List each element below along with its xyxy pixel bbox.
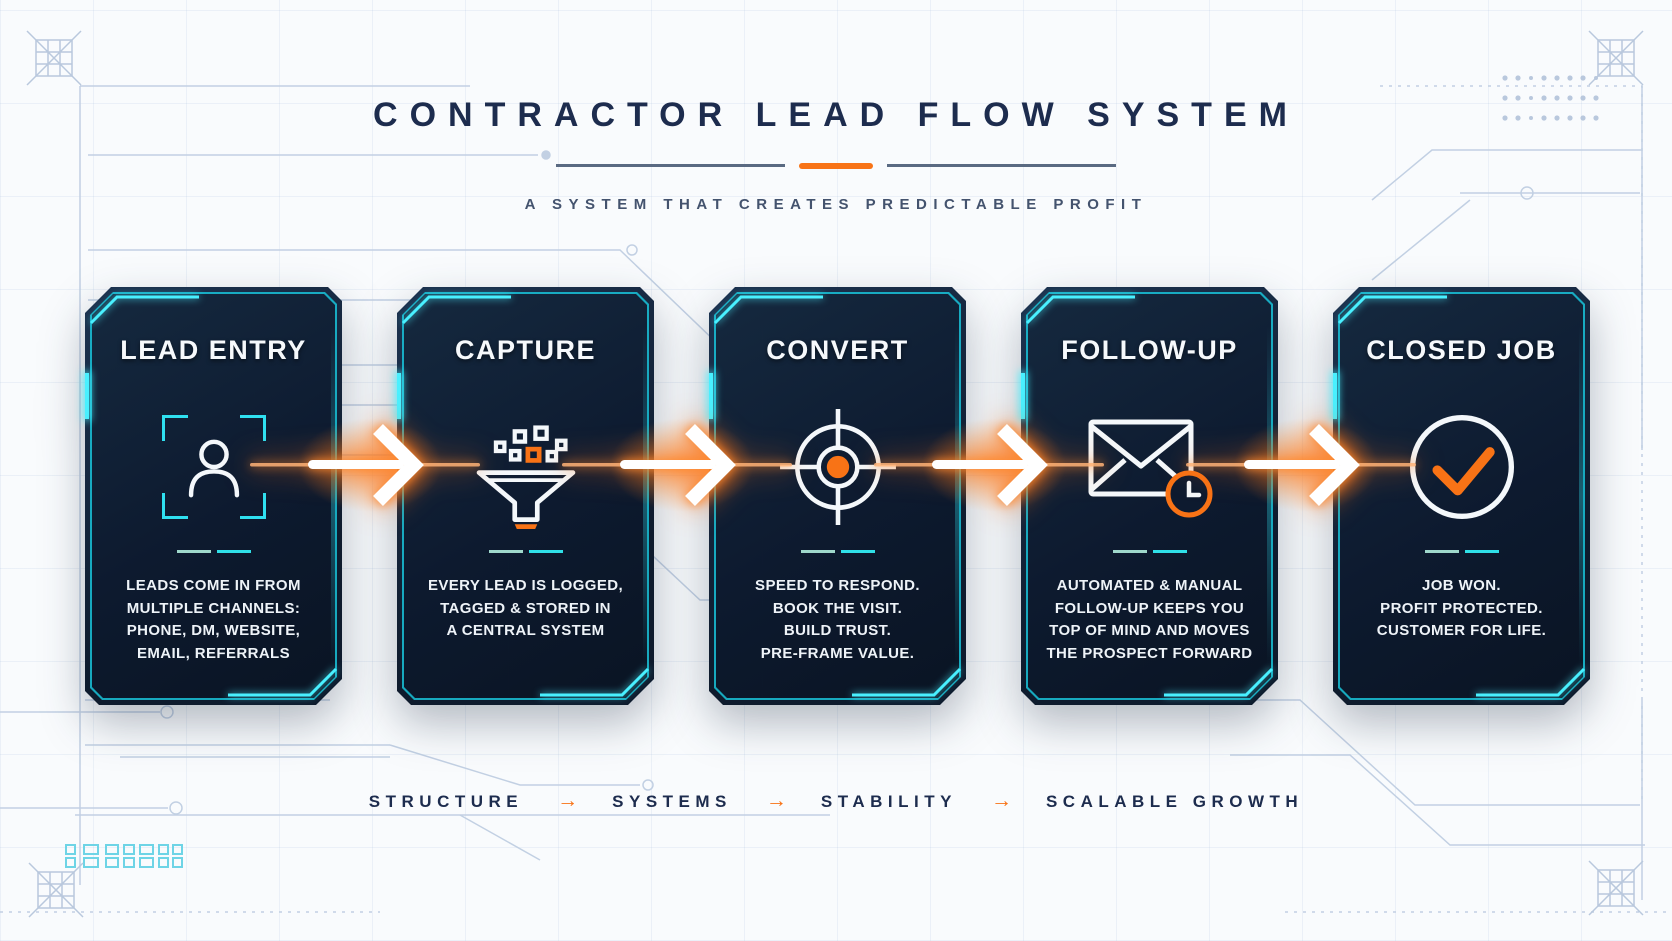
card-divider <box>1112 550 1187 553</box>
card-capture: CAPTURE EVERY LEAD IS LOGGED, TAGGED & S… <box>397 287 654 705</box>
arrow-right-icon: → <box>765 789 787 812</box>
card-title: CONVERT <box>766 335 909 365</box>
edge-accent <box>397 373 401 419</box>
card-title: CLOSED JOB <box>1366 335 1557 365</box>
flow-arrow-3 <box>864 400 1124 530</box>
envelope-clock-icon <box>1088 419 1212 518</box>
title-divider <box>556 162 1116 169</box>
divider-line-right <box>887 164 1116 167</box>
flow-arrow-2 <box>552 400 812 530</box>
arrow-right-icon: → <box>557 789 579 812</box>
footer-item-systems: SYSTEMS <box>612 792 732 811</box>
card-divider <box>176 550 251 553</box>
card-title: LEAD ENTRY <box>120 335 307 365</box>
edge-accent <box>85 373 89 419</box>
card-divider <box>488 550 563 553</box>
edge-accent <box>709 373 713 419</box>
card-lead-entry: LEAD ENTRY LEADS COME IN FROM MULTIPLE C… <box>85 287 342 705</box>
footer-tagline: STRUCTURE → SYSTEMS → STABILITY → SCALAB… <box>0 789 1672 814</box>
page-subtitle: A SYSTEM THAT CREATES PREDICTABLE PROFIT <box>524 196 1148 213</box>
lead-profile-icon <box>161 415 266 519</box>
divider-orange-dash <box>799 162 873 169</box>
card-divider <box>1424 550 1499 553</box>
footer-item-structure: STRUCTURE <box>368 792 524 811</box>
edge-accent <box>1333 373 1337 419</box>
funnel-icon <box>476 425 575 529</box>
check-circle-icon <box>1409 414 1514 520</box>
target-icon <box>779 409 896 525</box>
card-description: LEADS COME IN FROM MULTIPLE CHANNELS: PH… <box>126 577 301 662</box>
footer-item-scalable-growth: SCALABLE GROWTH <box>1045 792 1304 811</box>
page-title: CONTRACTOR LEAD FLOW SYSTEM <box>373 96 1299 134</box>
arrow-right-icon: → <box>990 789 1012 812</box>
footer-item-stability: STABILITY <box>820 792 957 811</box>
card-title: CAPTURE <box>454 335 596 365</box>
card-divider <box>800 550 875 553</box>
flow-arrow-1 <box>240 400 500 530</box>
card-description: JOB WON. PROFIT PROTECTED. CUSTOMER FOR … <box>1376 577 1547 639</box>
flow-arrow-4 <box>1176 400 1436 530</box>
edge-accent <box>1021 373 1025 419</box>
card-description: AUTOMATED & MANUAL FOLLOW-UP KEEPS YOU T… <box>1046 577 1253 662</box>
card-description: EVERY LEAD IS LOGGED, TAGGED & STORED IN… <box>427 577 624 639</box>
divider-line-left <box>556 164 785 167</box>
card-title: FOLLOW-UP <box>1061 335 1238 365</box>
card-description: SPEED TO RESPOND. BOOK THE VISIT. BUILD … <box>755 577 920 662</box>
